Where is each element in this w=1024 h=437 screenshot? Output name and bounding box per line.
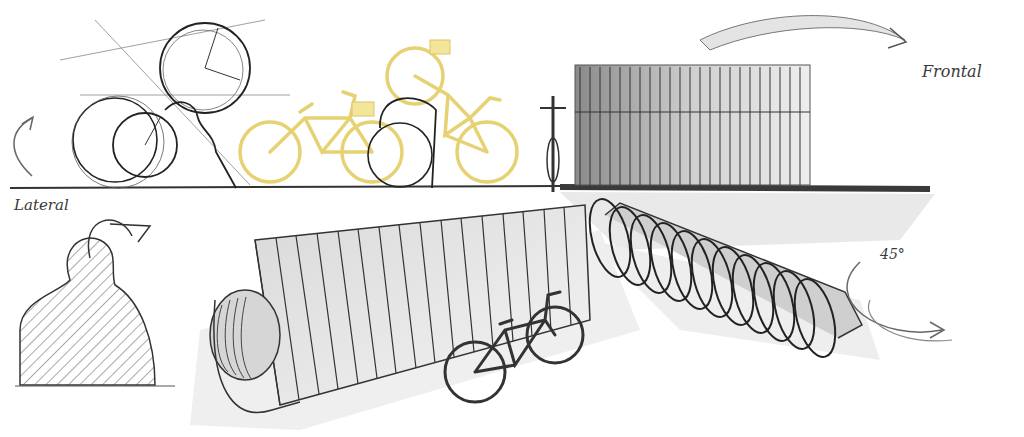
coil-rings bbox=[217, 297, 252, 380]
arrow-head bbox=[930, 322, 944, 338]
rack-profile bbox=[20, 238, 155, 385]
rotate-arrow bbox=[847, 262, 942, 332]
bike-wheel bbox=[547, 138, 559, 182]
ground-line bbox=[15, 386, 175, 387]
ground-line bbox=[560, 187, 930, 189]
view-label: Lateral bbox=[14, 196, 69, 214]
rack-base bbox=[214, 300, 300, 412]
rack-hook bbox=[165, 102, 236, 188]
rotate-arrow bbox=[868, 300, 952, 341]
view-arrow bbox=[14, 118, 32, 176]
view-label: 45° bbox=[880, 246, 905, 262]
yellow-bike bbox=[387, 48, 517, 182]
coil-ring bbox=[725, 251, 780, 338]
bike-wheel bbox=[163, 30, 243, 110]
bike-frame bbox=[270, 92, 372, 152]
arrow-head bbox=[110, 224, 150, 242]
rack-front bbox=[575, 65, 810, 185]
arrow-head bbox=[888, 28, 906, 48]
wheel-spoke bbox=[145, 28, 240, 145]
coil-ring bbox=[684, 235, 739, 322]
view-arrow bbox=[700, 16, 905, 50]
yellow-bike bbox=[240, 92, 402, 182]
rotate-arrow bbox=[88, 220, 132, 258]
rack-loop bbox=[72, 96, 164, 188]
rack-hook bbox=[380, 98, 436, 188]
rack-loop bbox=[368, 123, 432, 187]
coil-end bbox=[210, 290, 280, 380]
rack-panel bbox=[255, 205, 590, 405]
rack-loop bbox=[73, 98, 157, 182]
bike-frame bbox=[475, 292, 560, 372]
coil-spring bbox=[582, 195, 842, 362]
rack-fins bbox=[575, 67, 810, 185]
bike-basket bbox=[430, 40, 450, 54]
coil-ring bbox=[787, 275, 842, 362]
bike-basket bbox=[352, 102, 374, 116]
rack-fins bbox=[255, 207, 571, 405]
ground-shadow bbox=[560, 192, 935, 250]
view-label: Frontal bbox=[922, 62, 982, 81]
bike-front bbox=[552, 96, 555, 192]
coil-ring bbox=[766, 267, 821, 354]
coil-ring bbox=[643, 219, 698, 306]
arrow-head bbox=[22, 117, 33, 130]
bike-handlebar bbox=[540, 107, 566, 109]
dark-bike bbox=[445, 292, 583, 402]
coil-ring bbox=[602, 203, 657, 290]
rack-panel bbox=[605, 203, 862, 338]
ground-line bbox=[10, 186, 560, 188]
